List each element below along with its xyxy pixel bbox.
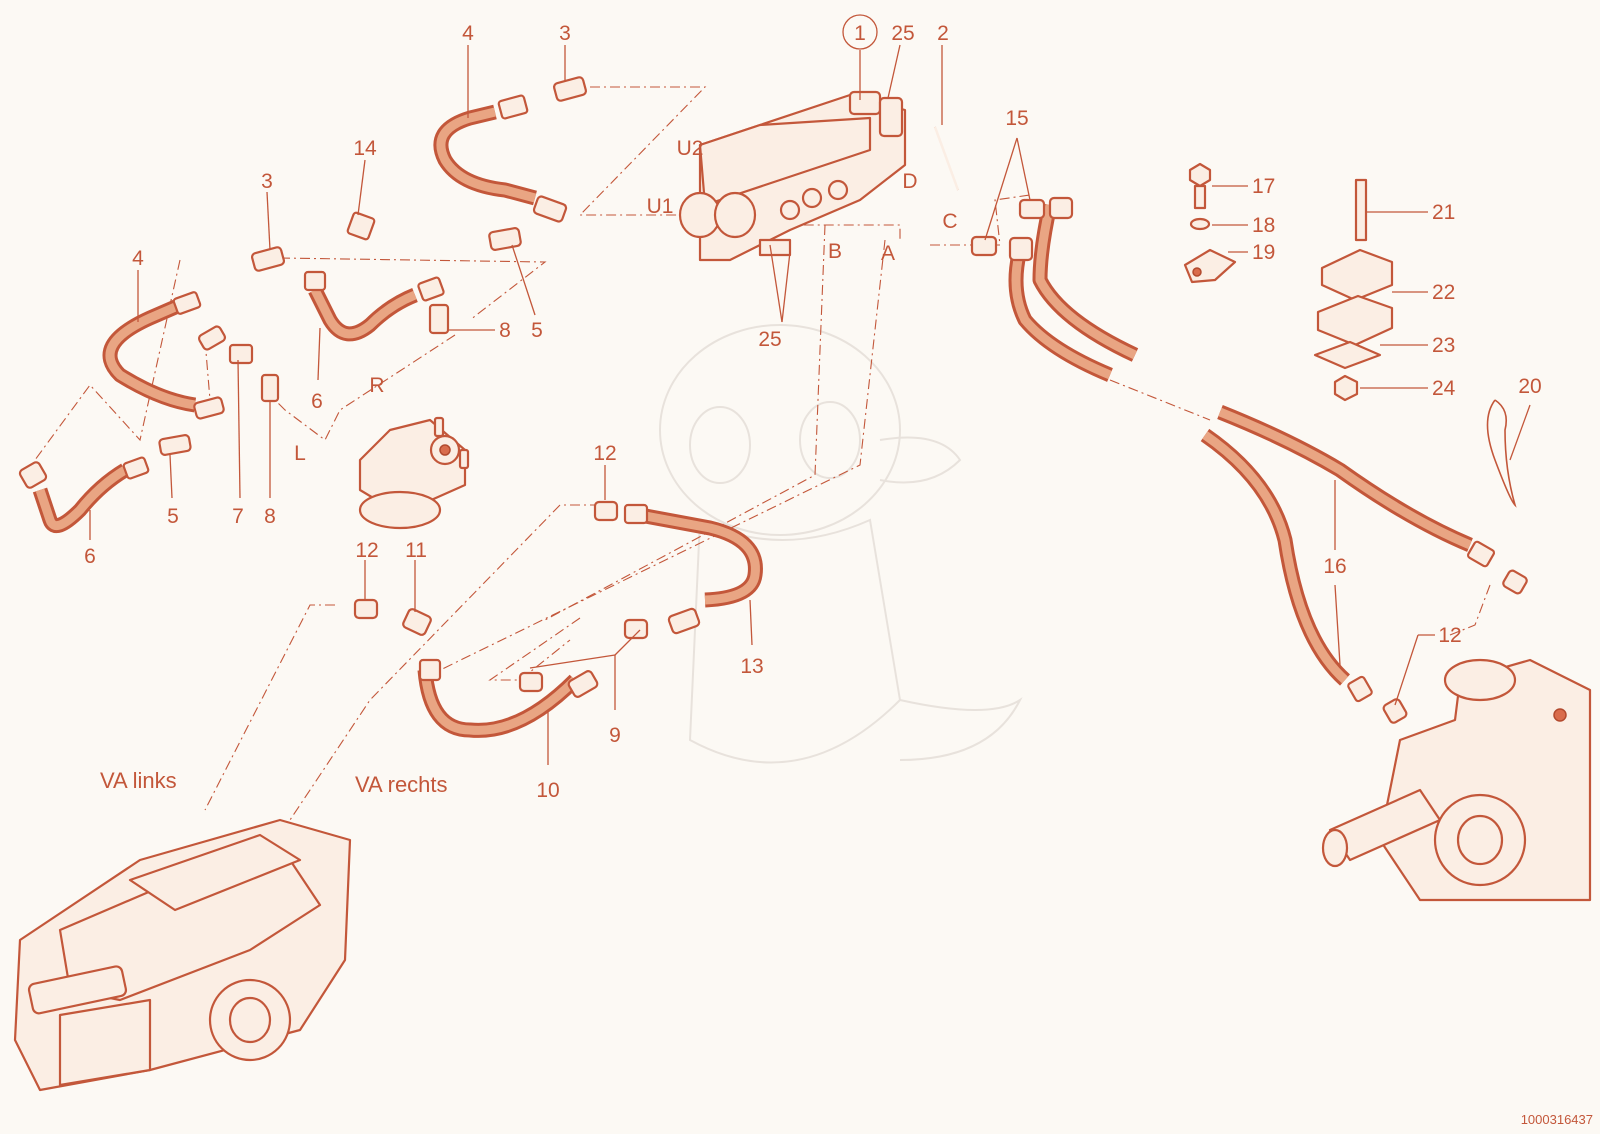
valve-block [678, 90, 907, 262]
fitting-15-b [970, 235, 998, 257]
plate-23 [1313, 340, 1382, 370]
fitting-12-center [593, 500, 619, 522]
label-c: C [942, 210, 957, 233]
washer-18 [1189, 217, 1211, 231]
callout-1-circle [842, 14, 878, 50]
label-r: R [369, 374, 384, 397]
clamp-parts [1183, 162, 1517, 508]
callout-4-top: 4 [462, 22, 474, 45]
callout-22: 22 [1432, 281, 1455, 304]
leaders [89, 14, 1531, 765]
assembly-lines [34, 86, 1491, 821]
callout-24: 24 [1432, 377, 1456, 400]
fitting-7 [228, 343, 254, 365]
callout-labels: 1 25 2 15 4 3 14 3 4 U2 U1 D C B A 25 8 … [84, 22, 1542, 802]
callout-6-mid: 6 [311, 390, 323, 413]
callout-12-center: 12 [593, 442, 616, 465]
fitting-12-right [1502, 569, 1528, 595]
fitting-8-mid [428, 303, 450, 335]
callout-7: 7 [232, 505, 244, 528]
clamp-22-bottom [1316, 294, 1394, 347]
callout-14: 14 [353, 137, 377, 160]
callout-5-left: 5 [167, 505, 179, 528]
nut-24 [1333, 374, 1359, 402]
callout-20: 20 [1518, 375, 1541, 398]
caption-va-links: VA links [100, 768, 177, 793]
callout-25-bottom: 25 [758, 328, 781, 351]
caption-va-rechts: VA rechts [355, 772, 448, 797]
callout-9: 9 [609, 724, 621, 747]
fitting-8-left [260, 373, 280, 403]
callout-6-left: 6 [84, 545, 96, 568]
callout-25-top: 25 [891, 22, 914, 45]
hoses [32, 104, 1473, 738]
clip-19 [1183, 248, 1237, 284]
callout-19: 19 [1252, 241, 1275, 264]
callout-3-mid: 3 [261, 170, 273, 193]
clamp-22-top [1320, 248, 1394, 302]
callout-15: 15 [1005, 107, 1028, 130]
stud-21 [1354, 178, 1368, 242]
callout-4-mid: 4 [132, 247, 144, 270]
fitting-5-left [158, 434, 192, 456]
bolt-2 [933, 126, 960, 191]
callout-13: 13 [740, 655, 763, 678]
callout-3-top: 3 [559, 22, 571, 45]
background-watermark [659, 324, 1023, 764]
callout-12-mid: 12 [355, 539, 378, 562]
callout-2: 2 [937, 22, 949, 45]
label-b: B [828, 240, 842, 263]
callout-21: 21 [1432, 201, 1455, 224]
label-l: L [294, 442, 306, 465]
callout-8-mid: 8 [499, 319, 511, 342]
callout-5-mid: 5 [531, 319, 543, 342]
callout-23: 23 [1432, 334, 1455, 357]
document-number: 1000316437 [1521, 1112, 1593, 1127]
fitting-12-mid [353, 598, 379, 620]
label-u1: U1 [647, 195, 674, 218]
hydraulic-motor [358, 416, 470, 530]
callout-18: 18 [1252, 214, 1275, 237]
callout-10: 10 [536, 779, 559, 802]
fitting-11 [402, 608, 432, 636]
label-u2: U2 [677, 137, 704, 160]
callout-8-left: 8 [264, 505, 276, 528]
fitting-3-mid [250, 246, 286, 272]
rear-axle-right [1321, 658, 1592, 902]
front-axle-left [13, 818, 352, 1092]
fitting-3-top [552, 76, 588, 102]
bolt-17 [1188, 162, 1212, 188]
cable-tie-20 [1486, 399, 1517, 508]
fitting-5-mid [488, 227, 522, 251]
fittings [18, 76, 1528, 724]
callout-12-right: 12 [1438, 624, 1461, 647]
callout-1: 1 [854, 22, 866, 45]
callout-11: 11 [405, 539, 427, 562]
label-d: D [902, 170, 917, 193]
callout-17: 17 [1252, 175, 1275, 198]
fitting-9 [623, 618, 649, 640]
label-a: A [881, 242, 895, 265]
callout-16: 16 [1323, 555, 1346, 578]
fitting-15-a [1018, 198, 1046, 220]
fitting-14 [346, 211, 376, 241]
